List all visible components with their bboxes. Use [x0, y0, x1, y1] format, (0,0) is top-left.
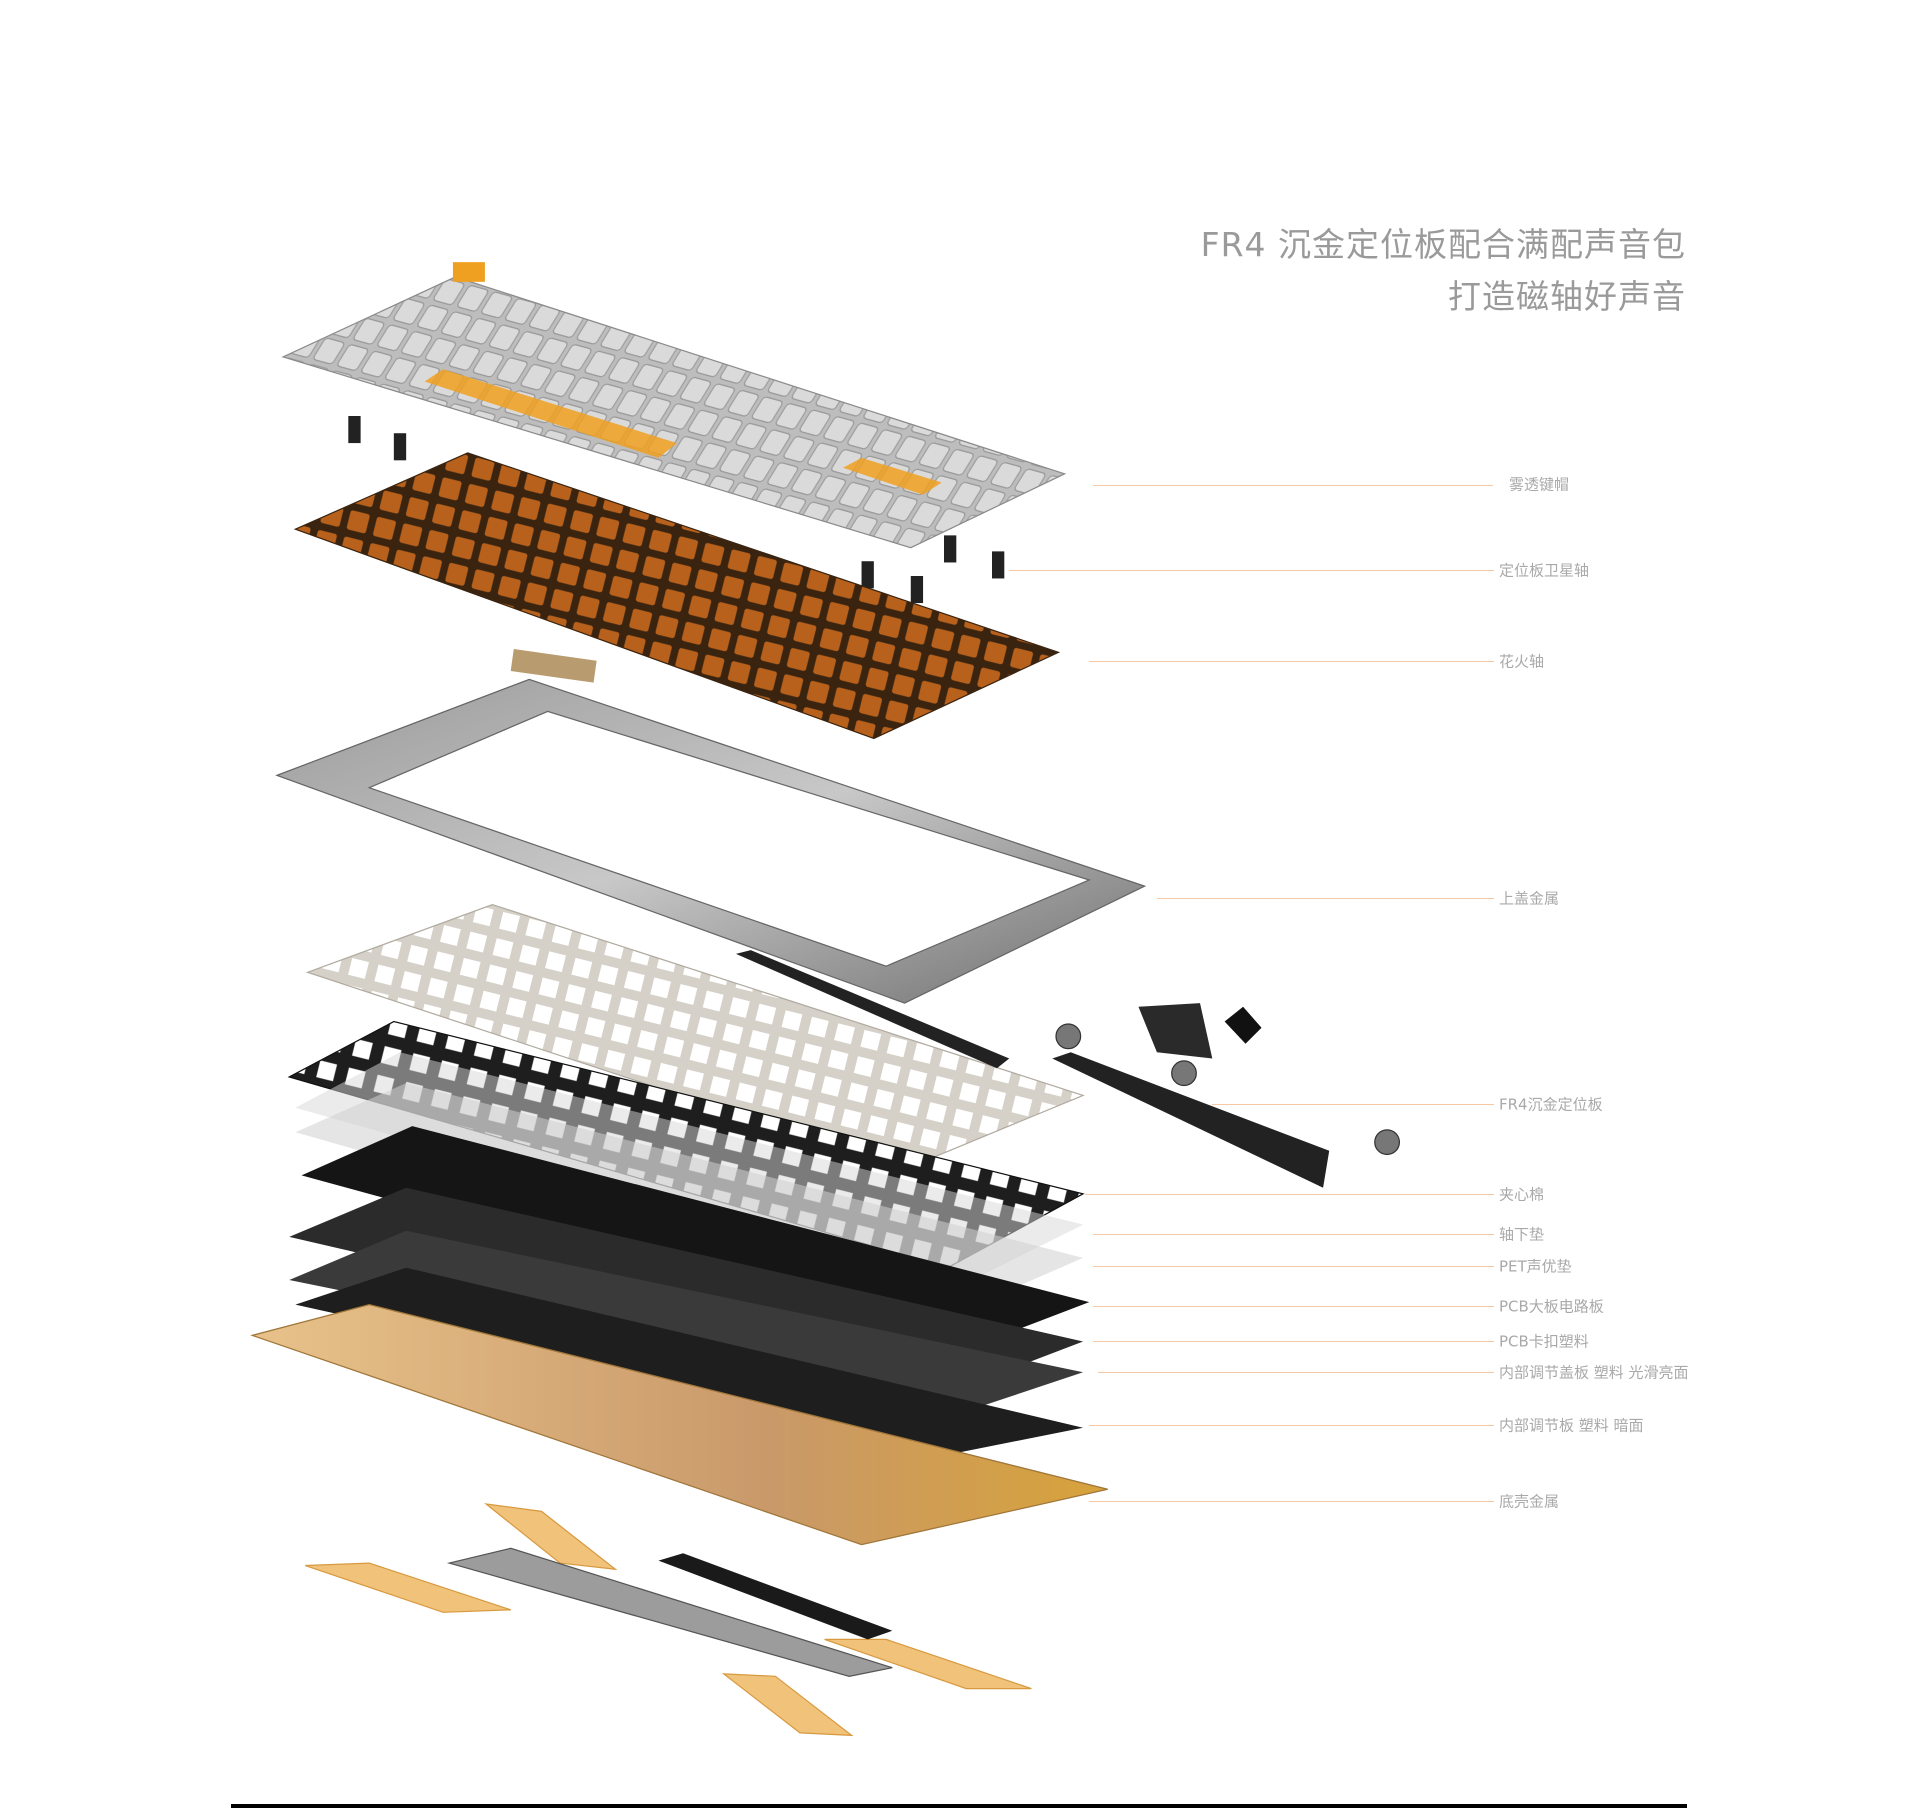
leader-line: [1009, 570, 1494, 571]
label-bottom-case: 底壳金属: [1499, 1492, 1560, 1511]
inner-plate-matte: [295, 1267, 1084, 1453]
leader-line: [1093, 485, 1493, 486]
daughterboard-bracket: [1138, 1003, 1213, 1059]
leader-line: [1098, 1372, 1494, 1373]
inner-cover-glossy: [289, 1230, 1084, 1416]
switches-layer: [293, 452, 1061, 740]
label-stabilizers: 定位板卫星轴: [1499, 561, 1590, 580]
top-case: [275, 649, 1147, 1004]
label-inner-plate: 内部调节板 塑料 暗面: [1499, 1416, 1644, 1435]
side-bar: [736, 950, 1010, 1069]
leader-line: [1212, 1104, 1494, 1105]
feet: [305, 1503, 1032, 1737]
keycaps-layer: [281, 262, 1067, 549]
leader-line: [1089, 661, 1494, 662]
stabilizers: [348, 416, 1005, 604]
label-inner-cover: 内部调节盖板 塑料 光滑亮面: [1499, 1363, 1689, 1382]
kickstand: [658, 1553, 893, 1640]
label-pcb: PCB大板电路板: [1499, 1297, 1604, 1316]
label-pet-pad: PET声优垫: [1499, 1257, 1572, 1276]
weight-plate: [446, 1547, 893, 1677]
leader-line: [1093, 1234, 1494, 1235]
label-switch-pad: 轴下垫: [1499, 1225, 1545, 1244]
magnets: [1055, 1023, 1400, 1156]
label-fr4-plate: FR4沉金定位板: [1499, 1095, 1603, 1114]
pcb: [301, 1126, 1090, 1354]
leader-line: [1089, 1501, 1494, 1502]
leader-line: [1089, 1425, 1494, 1426]
bottom-case: [250, 1303, 1108, 1546]
connector: [1224, 1006, 1262, 1044]
leader-line: [1093, 1266, 1494, 1267]
usb-module: [1052, 1052, 1330, 1188]
bottom-divider-bar: [231, 1804, 1687, 1808]
leader-line: [1093, 1306, 1494, 1307]
label-sandwich-foam: 夹心棉: [1499, 1185, 1545, 1204]
label-switches: 花火轴: [1499, 652, 1545, 671]
label-top-case: 上盖金属: [1499, 889, 1560, 908]
headline-line1: FR4 沉金定位板配合满配声音包: [1200, 225, 1686, 264]
label-pcb-clip: PCB卡扣塑料: [1499, 1332, 1589, 1351]
headline-line2: 打造磁轴好声音: [1448, 277, 1686, 316]
label-keycaps: 雾透键帽: [1509, 475, 1570, 494]
leader-line: [1085, 1194, 1494, 1195]
leader-line: [1157, 898, 1494, 899]
leader-line: [1093, 1341, 1494, 1342]
